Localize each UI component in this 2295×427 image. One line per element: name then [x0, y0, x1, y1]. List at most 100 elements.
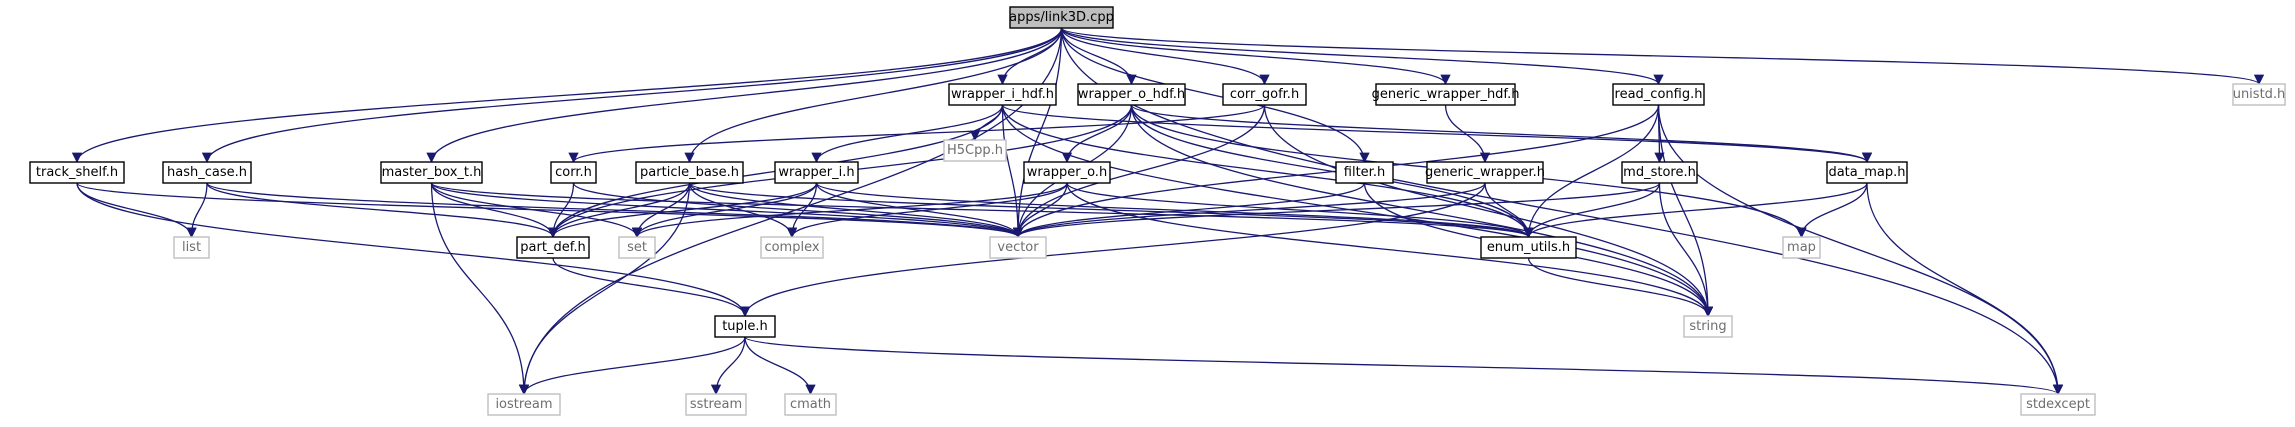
- node-box: [1480, 236, 1577, 259]
- node-box: [774, 161, 859, 184]
- node-label: data_map.h: [1828, 165, 1905, 180]
- node-track-shelf[interactable]: track_shelf.h: [29, 161, 125, 184]
- edge-track_shelf-to-vector: [76, 182, 1023, 239]
- node-complex: complex: [760, 236, 824, 259]
- edges-layer: [71, 27, 2264, 396]
- node-part-def[interactable]: part_def.h: [516, 236, 590, 259]
- edge-generic_wrapper-to-tuple: [739, 182, 1486, 318]
- node-box: [760, 236, 824, 259]
- edge-enum_utils-to-string: [1527, 257, 1714, 318]
- edge-corr_gofr-to-string: [1263, 104, 1714, 318]
- node-label: complex: [764, 240, 819, 255]
- edge-data_map-to-map: [1796, 182, 1868, 239]
- node-box: [1375, 83, 1516, 106]
- node-box: [989, 236, 1047, 259]
- node-box: [1426, 161, 1544, 184]
- node-h5cpp: H5Cpp.h: [943, 139, 1007, 162]
- node-label: sstream: [690, 397, 742, 412]
- node-corr[interactable]: corr.h: [550, 161, 597, 184]
- edge-link3d-to-wrapper_i_hdf: [997, 27, 1063, 86]
- node-set: set: [618, 236, 656, 259]
- edge-track_shelf-to-tuple: [76, 182, 751, 318]
- edge-link3d-to-iostream: [518, 27, 1063, 396]
- node-iostream: iostream: [487, 393, 561, 416]
- edge-wrapper_o-to-complex: [786, 182, 1068, 239]
- node-enum-utils[interactable]: enum_utils.h: [1480, 236, 1577, 259]
- edge-read_config-to-string: [1657, 104, 1714, 318]
- edge-track_shelf-to-list: [76, 182, 197, 239]
- edge-wrapper_o-to-string: [1066, 182, 1714, 318]
- node-box: [1621, 161, 1698, 184]
- edge-wrapper_o_hdf-to-string: [1130, 104, 1714, 318]
- node-master-box-t[interactable]: master_box_t.h: [380, 161, 483, 184]
- node-label: apps/link3D.cpp: [1009, 10, 1114, 25]
- edge-link3d-to-corr_gofr: [1060, 27, 1270, 86]
- node-box: [380, 161, 483, 184]
- edge-link3d-to-unistd: [1060, 27, 2264, 86]
- edge-generic_wrapper-to-vector: [1012, 182, 1486, 239]
- node-box: [948, 83, 1057, 106]
- node-box: [635, 161, 744, 184]
- node-wrapper-o[interactable]: wrapper_o.h: [1023, 161, 1111, 184]
- node-label: wrapper_o.h: [1027, 165, 1107, 180]
- node-label: wrapper_i.h: [778, 165, 854, 180]
- edge-link3d-to-read_config: [1060, 27, 1664, 86]
- node-generic-wrapper-hdf[interactable]: generic_wrapper_hdf.h: [1372, 83, 1520, 106]
- edge-tuple-to-iostream: [518, 336, 746, 396]
- node-wrapper-i-hdf[interactable]: wrapper_i_hdf.h: [948, 83, 1057, 106]
- edge-md_store-to-vector: [1013, 182, 1661, 239]
- edge-wrapper_o_hdf-to-enum_utils: [1130, 104, 1534, 239]
- edge-corr_gofr-to-vector: [1012, 104, 1266, 239]
- node-label: enum_utils.h: [1487, 240, 1570, 255]
- edge-md_store-to-enum_utils: [1523, 182, 1661, 239]
- node-label: filter.h: [1344, 165, 1385, 180]
- node-box: [1612, 83, 1705, 106]
- node-hash-case[interactable]: hash_case.h: [162, 161, 252, 184]
- edge-wrapper_o-to-set: [631, 182, 1068, 239]
- node-tuple[interactable]: tuple.h: [714, 315, 776, 338]
- edge-link3d-to-hash_case: [201, 27, 1063, 164]
- edge-tuple-to-cmath: [744, 336, 816, 396]
- edge-hash_case-to-vector: [206, 182, 1023, 239]
- node-wrapper-o-hdf[interactable]: wrapper_o_hdf.h: [1077, 83, 1186, 106]
- node-vector: vector: [989, 236, 1047, 259]
- node-label: corr.h: [555, 165, 592, 180]
- node-box: [2232, 83, 2286, 106]
- node-box: [1023, 161, 1111, 184]
- node-generic-wrapper[interactable]: generic_wrapper.h: [1425, 161, 1545, 184]
- node-string: string: [1683, 315, 1733, 338]
- node-label: wrapper_o_hdf.h: [1078, 87, 1185, 102]
- node-label: track_shelf.h: [36, 165, 118, 180]
- node-box: [29, 161, 125, 184]
- node-label: string: [1689, 319, 1726, 334]
- node-box: [1683, 315, 1733, 338]
- edge-tuple-to-stdexcept: [744, 336, 2063, 396]
- edge-read_config-to-enum_utils: [1523, 104, 1660, 239]
- node-filter[interactable]: filter.h: [1335, 161, 1394, 184]
- node-label: corr_gofr.h: [1230, 87, 1299, 102]
- node-label: read_config.h: [1615, 87, 1703, 102]
- edge-corr-to-vector: [572, 182, 1024, 239]
- edge-hash_case-to-list: [186, 182, 208, 239]
- node-label: part_def.h: [520, 240, 585, 255]
- node-box: [1077, 83, 1186, 106]
- edge-link3d-to-track_shelf: [71, 27, 1063, 164]
- edge-read_config-to-stdexcept: [1657, 104, 2064, 396]
- edge-corr_gofr-to-corr: [568, 104, 1266, 164]
- node-md-store[interactable]: md_store.h: [1621, 161, 1698, 184]
- node-read-config[interactable]: read_config.h: [1612, 83, 1705, 106]
- edge-data_map-to-enum_utils: [1523, 182, 1868, 239]
- node-data-map[interactable]: data_map.h: [1826, 161, 1908, 184]
- node-label: generic_wrapper_hdf.h: [1372, 87, 1520, 102]
- edge-wrapper_i_hdf-to-vector: [1001, 104, 1024, 239]
- node-wrapper-i[interactable]: wrapper_i.h: [774, 161, 859, 184]
- node-corr-gofr[interactable]: corr_gofr.h: [1222, 83, 1307, 106]
- edge-master_box_t-to-iostream: [430, 182, 530, 396]
- node-link3d[interactable]: apps/link3D.cpp: [1009, 6, 1114, 29]
- node-label: md_store.h: [1623, 165, 1696, 180]
- node-particle-base[interactable]: particle_base.h: [635, 161, 744, 184]
- node-label: unistd.h: [2233, 87, 2286, 102]
- node-box: [714, 315, 776, 338]
- edge-link3d-to-generic_wrapper_hdf: [1060, 27, 1451, 86]
- edge-part_def-to-tuple: [552, 257, 751, 318]
